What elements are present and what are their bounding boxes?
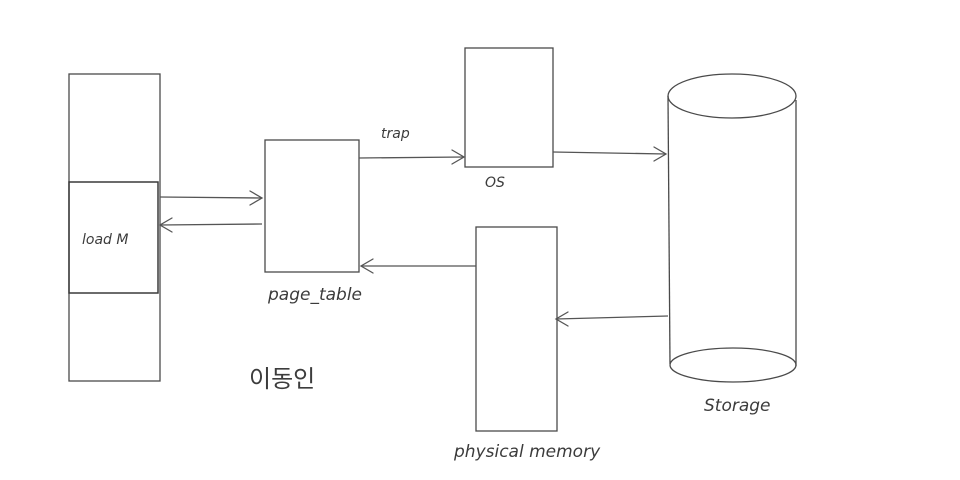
trap-label: trap [381, 126, 410, 142]
os-box [464, 47, 554, 168]
process-column-outer [68, 73, 161, 382]
os-node: OS [464, 47, 554, 191]
author-name: 이동인 [249, 365, 315, 393]
page-table-label: page_table [267, 285, 362, 305]
arrow-os-to-storage [552, 146, 668, 162]
storage-left-side [667, 95, 671, 365]
arrow-storage-to-physical-memory [554, 311, 669, 327]
load-instruction-box [68, 181, 159, 294]
arrow-physical-memory-to-page-table [359, 258, 476, 274]
page-table-box [264, 139, 360, 273]
physical-memory-box [475, 226, 558, 432]
arrow-page-table-to-process [158, 217, 263, 233]
page-table-node: page_table [264, 139, 362, 305]
load-instruction-label: load M [82, 232, 128, 248]
process-column: load M [68, 73, 161, 382]
arrow-process-to-page-table [159, 190, 264, 206]
storage-label: Storage [704, 396, 771, 416]
storage-top-ellipse [667, 73, 797, 119]
storage-node: Storage [667, 73, 797, 416]
physical-memory-node: physical memory [453, 226, 601, 462]
storage-bottom-ellipse [669, 347, 797, 383]
physical-memory-label: physical memory [453, 442, 601, 462]
os-label: OS [485, 175, 505, 191]
arrow-trap-to-os: trap [358, 126, 466, 165]
